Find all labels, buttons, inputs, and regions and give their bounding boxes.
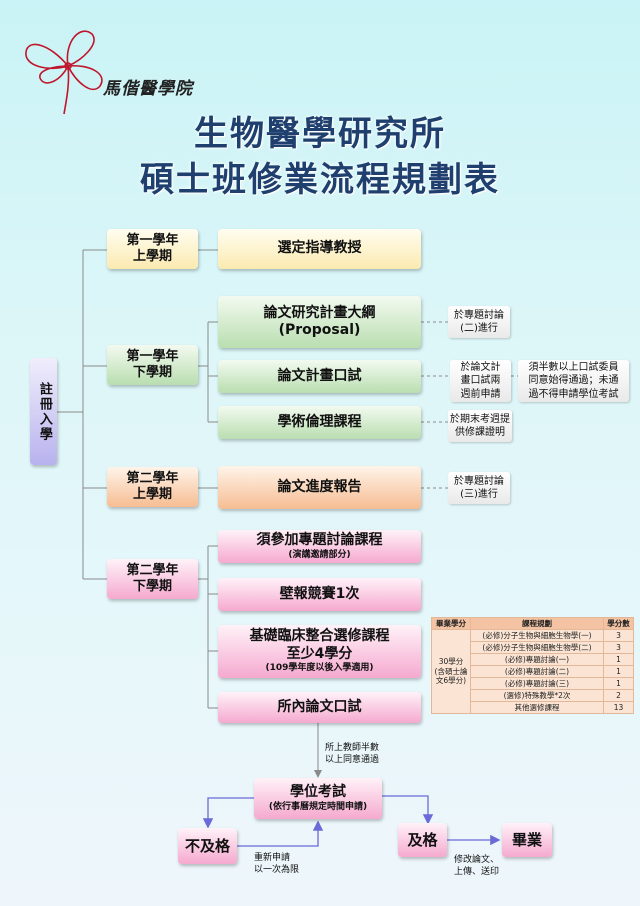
step-clinical-title: 基礎臨床整合選修課程 — [249, 628, 390, 645]
table-row: 30學分 (含碩士論 文6學分) (必修)分子生物與細胞生物學(一) 3 — [431, 629, 634, 714]
outcome-graduate: 畢業 — [502, 823, 552, 857]
note-line: 同意始得通過；未通 — [528, 375, 619, 387]
note-line: (三)進行 — [460, 489, 498, 500]
step-proposal-exam: 論文計畫口試 — [218, 360, 421, 393]
step-proposal-subtitle: (Proposal) — [278, 322, 361, 338]
note-line: 上傳、送印 — [454, 867, 500, 878]
step-seminar: 須參加專題討論課程 (演講邀請部分) — [218, 530, 421, 563]
term-year-label: 第二學年 — [126, 470, 179, 486]
credit-table-container: 畢業學分 課程規劃 學分數 30學分 (含碩士論 文6學分) (必修)分子生物與… — [431, 617, 634, 714]
step-oral-exam: 所內論文口試 — [218, 692, 421, 723]
table-header-row: 畢業學分 課程規劃 學分數 — [431, 617, 634, 630]
credit-table: 畢業學分 課程規劃 學分數 30學分 (含碩士論 文6學分) (必修)分子生物與… — [431, 617, 634, 714]
note-line: 供修課證明 — [455, 427, 505, 438]
note-line: 須半數以上口試委員 — [528, 361, 619, 373]
step-clinical-note: (109學年度以後入學適用) — [265, 663, 374, 674]
table-credit-cell: 1 — [603, 653, 634, 666]
note-line: 於期末考週提 — [450, 413, 510, 425]
table-course-cell: 其他選修課程 — [470, 701, 604, 714]
term-year-label: 第一學年 — [126, 232, 179, 248]
note-line: 於專題討論 — [454, 475, 504, 487]
outcome-fail: 不及格 — [178, 828, 237, 864]
table-total-line: (含碩士論 — [434, 666, 468, 676]
note-line: 週前申請 — [460, 388, 501, 400]
term-year2-spring: 第二學年 下學期 — [107, 559, 198, 599]
table-course-cell: (必修)專題討論(一) — [470, 653, 604, 666]
table-credit-cell: 3 — [603, 641, 634, 654]
table-total-line: 30學分 — [438, 656, 464, 666]
flower-logo-icon — [25, 30, 103, 115]
page-title: 生物醫學研究所 — [194, 114, 446, 154]
table-course-cell: (必修)分子生物與細胞生物學(一) — [470, 629, 604, 642]
step-degree-exam-note: (依行事曆規定時間申請) — [268, 801, 368, 812]
entry-label: 註冊入學 — [36, 381, 52, 442]
table-credit-cell: 13 — [603, 701, 634, 714]
note-line: 以上同意通過 — [325, 755, 380, 766]
note-line: 於專題討論 — [454, 309, 504, 321]
table-header-cell: 課程規劃 — [470, 617, 604, 630]
note-proposal-exam: 於論文計畫口試兩週前申請 — [450, 360, 511, 402]
note-committee: 須半數以上口試委員同意始得通過；未通過不得申請學位考試 — [518, 360, 629, 402]
table-total-credits-cell: 30學分 (含碩士論 文6學分) — [431, 629, 471, 714]
table-course-cell: (必修)專題討論(三) — [470, 677, 604, 690]
table-credit-cell: 1 — [603, 665, 634, 678]
table-header-cell: 學分數 — [603, 617, 634, 630]
step-poster-competition: 壁報競賽1次 — [218, 578, 421, 611]
table-row: 其他選修課程 13 — [432, 701, 634, 714]
term-year-label: 第一學年 — [126, 348, 179, 364]
term-semester-label: 上學期 — [132, 487, 172, 502]
table-credit-cell: 2 — [603, 689, 634, 702]
note-line: 重新申請 — [254, 853, 291, 863]
outcome-pass: 及格 — [398, 823, 447, 857]
step-proposal: 論文研究計畫大綱 (Proposal) — [218, 296, 421, 348]
note-retake: 重新申請以一次為限 — [254, 852, 299, 876]
step-ethics-course: 學術倫理課程 — [218, 406, 421, 439]
note-line: 於論文計 — [460, 361, 501, 373]
note-line: 以一次為限 — [254, 865, 300, 876]
table-row: (選修)特殊教學*2次 2 — [432, 689, 634, 702]
step-seminar-subtitle: (演講邀請部分) — [288, 549, 351, 560]
note-proposal: 於專題討論 (二)進行 — [448, 306, 510, 338]
page-subtitle: 碩士班修業流程規劃表 — [140, 160, 500, 200]
step-select-advisor: 選定指導教授 — [218, 229, 421, 269]
note-faculty-approval: 所上教師半數以上同意通過 — [325, 742, 379, 766]
step-clinical-credits: 至少4學分 — [286, 645, 353, 662]
step-degree-exam: 學位考試 (依行事曆規定時間申請) — [254, 778, 382, 819]
term-year1-fall: 第一學年 上學期 — [107, 229, 198, 269]
step-proposal-title: 論文研究計畫大綱 — [263, 304, 376, 321]
entry-box: 註冊入學 — [30, 358, 57, 465]
term-semester-label: 下學期 — [132, 365, 172, 380]
step-progress-report: 論文進度報告 — [218, 466, 421, 509]
table-credit-cell: 1 — [603, 677, 634, 690]
term-semester-label: 下學期 — [132, 579, 172, 594]
note-line: 過不得申請學位考試 — [528, 388, 619, 400]
note-line: 修改論文、 — [454, 855, 500, 865]
note-line: (二)進行 — [460, 323, 498, 334]
table-header-cell: 畢業學分 — [431, 617, 471, 630]
note-ethics: 於期末考週提供修課證明 — [448, 410, 512, 442]
note-line: 所上教師半數 — [325, 743, 380, 753]
table-course-cell: (必修)專題討論(二) — [470, 665, 604, 678]
step-seminar-title: 須參加專題討論課程 — [256, 532, 383, 549]
table-course-cell: (選修)特殊教學*2次 — [470, 689, 604, 702]
term-year1-spring: 第一學年 下學期 — [107, 345, 198, 385]
step-degree-exam-title: 學位考試 — [290, 784, 346, 801]
table-credit-cell: 3 — [603, 629, 634, 642]
note-progress: 於專題討論 (三)進行 — [448, 472, 510, 504]
term-year2-fall: 第二學年 上學期 — [107, 467, 198, 507]
logo-text: 馬偕醫學院 — [103, 79, 193, 99]
term-year-label: 第二學年 — [126, 562, 179, 578]
note-line: 畫口試兩 — [460, 375, 501, 387]
step-clinical-electives: 基礎臨床整合選修課程 至少4學分 (109學年度以後入學適用) — [218, 625, 421, 678]
table-course-cell: (必修)分子生物與細胞生物學(二) — [470, 641, 604, 654]
note-revise-thesis: 修改論文、上傳、送印 — [454, 854, 499, 878]
table-row: (必修)分子生物與細胞生物學(二) 3 — [432, 641, 634, 654]
term-semester-label: 上學期 — [132, 249, 172, 264]
table-total-line: 文6學分) — [435, 676, 467, 686]
